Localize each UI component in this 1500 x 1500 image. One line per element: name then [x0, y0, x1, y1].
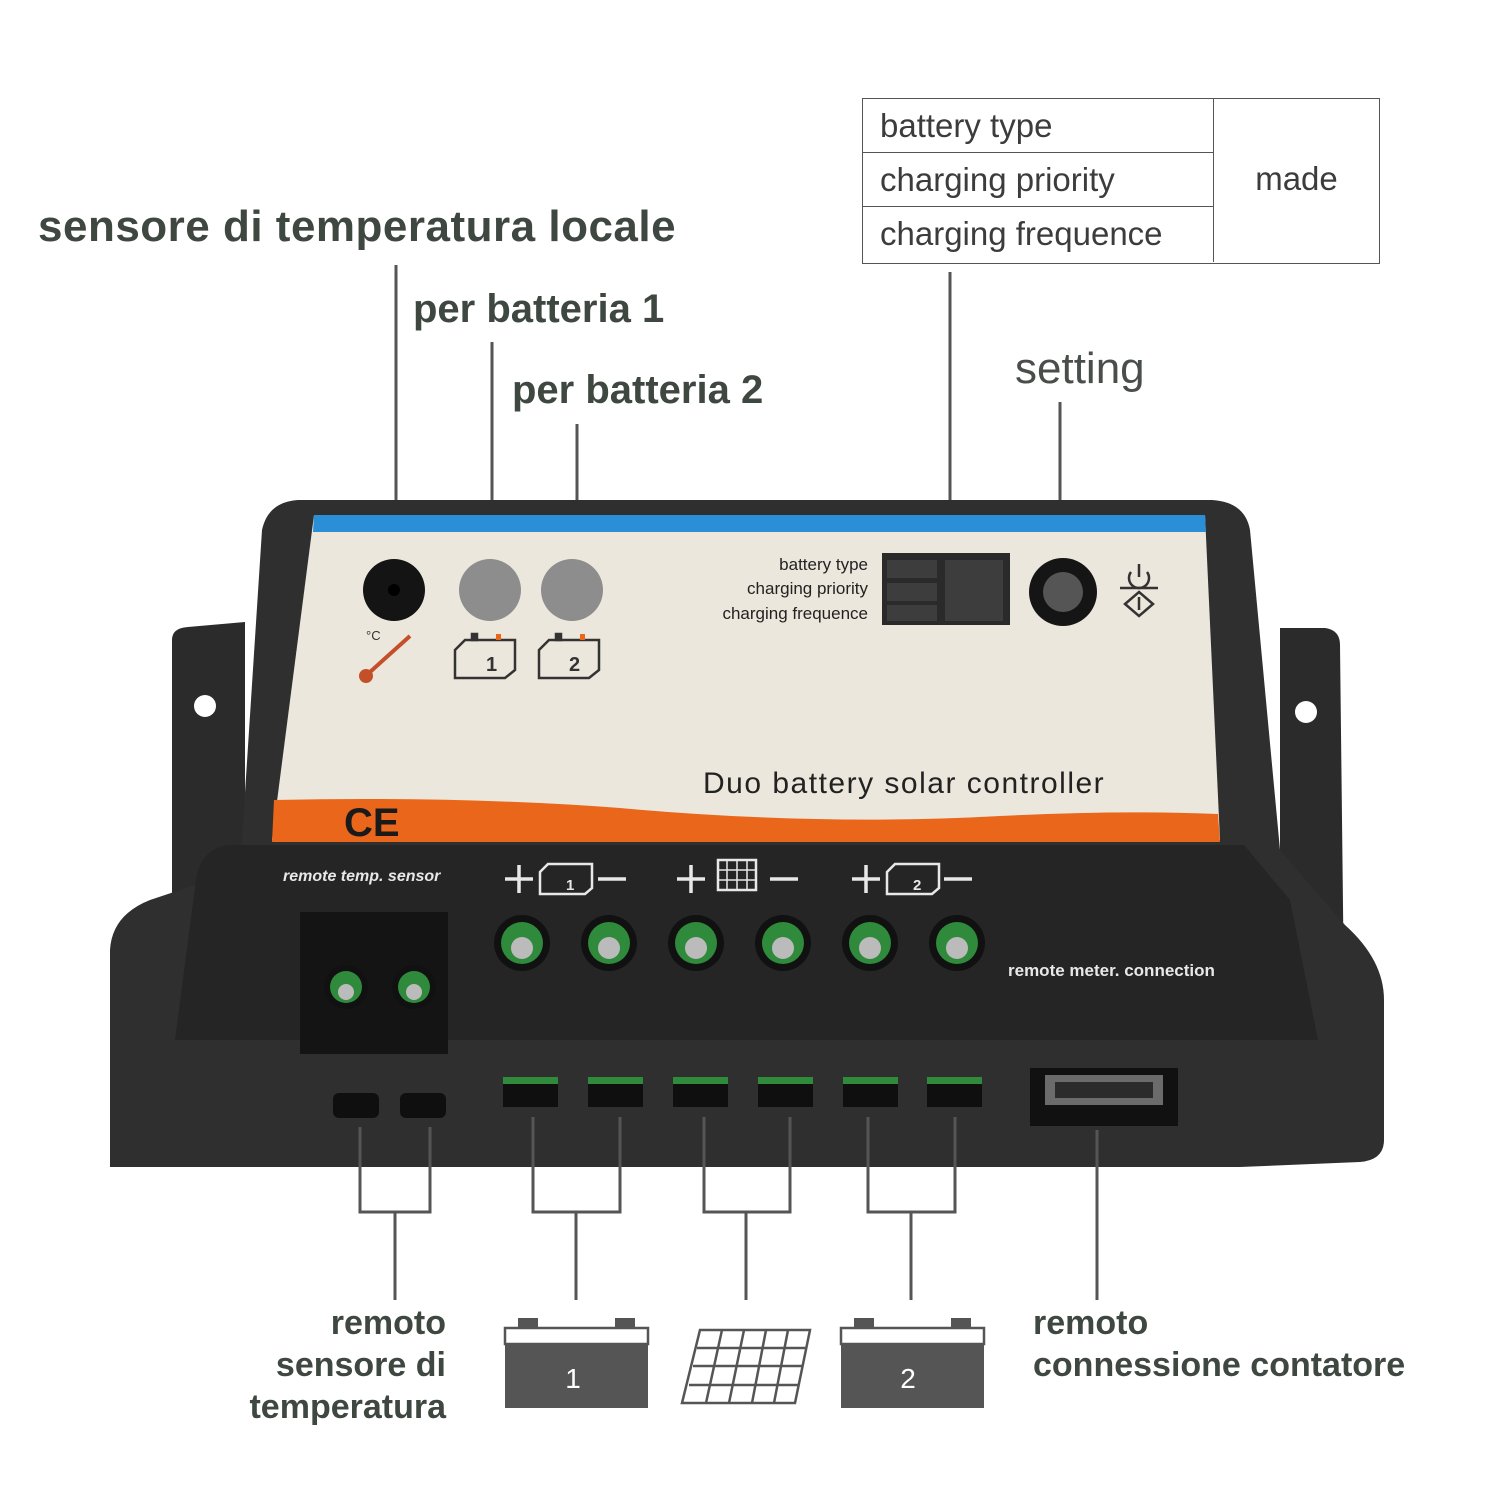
info-table: battery type charging priority charging … — [862, 98, 1380, 264]
blue-stripe — [313, 515, 1206, 532]
orange-stripe — [272, 799, 1220, 842]
panel-line-charging-priority: charging priority — [747, 579, 868, 598]
power-icon — [1120, 564, 1158, 618]
celsius-label: °C — [366, 628, 381, 643]
status-indicator-grid — [882, 553, 1010, 625]
wire-entry-slots — [333, 1077, 982, 1118]
device-title: Duo battery solar controller — [703, 767, 1105, 800]
remote-meter-connection-label: remote meter. connection — [1008, 961, 1215, 980]
label-remote-meter-connection: remoto connessione contatore — [1033, 1304, 1406, 1384]
bottom-battery-2-icon — [839, 1318, 986, 1408]
ce-mark: CE — [344, 801, 400, 845]
callout-battery-1: per batteria 1 — [413, 287, 665, 331]
panel-battery-1-icon — [453, 632, 517, 680]
bottom-battery-2-number: 2 — [900, 1363, 916, 1394]
remote-temp-sensor-label: remote temp. sensor — [283, 868, 441, 885]
screw-terminals — [324, 915, 985, 1009]
info-row-charging-priority: charging priority — [863, 153, 1213, 207]
solar-panel-icon — [680, 1328, 812, 1405]
info-made-cell: made — [1213, 99, 1379, 262]
thermometer-icon — [359, 634, 412, 683]
info-row-battery-type: battery type — [863, 99, 1213, 153]
panel-line-charging-frequence: charging frequence — [722, 604, 868, 623]
mount-hole-top-right — [1295, 701, 1317, 723]
mount-hole-top-left — [194, 695, 216, 717]
connector-lines — [358, 1117, 1099, 1300]
label-remote-temp-sensor: remoto sensore di temperatura — [249, 1304, 446, 1426]
terminal-symbols — [505, 858, 972, 896]
callout-local-temp-sensor: sensore di temperatura locale — [38, 202, 677, 251]
battery-2-led — [541, 559, 603, 621]
callout-setting: setting — [1015, 344, 1145, 393]
callout-battery-2: per batteria 2 — [512, 368, 764, 412]
panel-battery-2-icon — [537, 632, 601, 680]
rj45-port — [1030, 1068, 1178, 1126]
terminal-battery-2-number: 2 — [913, 877, 921, 894]
terminal-housing — [175, 845, 1318, 1040]
terminal-battery-1-number: 1 — [566, 877, 574, 894]
panel-battery-1-number: 1 — [486, 654, 497, 676]
panel-line-battery-type: battery type — [779, 555, 868, 574]
info-row-charging-frequence: charging frequence — [880, 215, 1163, 252]
bottom-battery-1-number: 1 — [565, 1363, 581, 1394]
bottom-battery-1-icon — [503, 1318, 650, 1408]
panel-battery-2-number: 2 — [569, 654, 580, 676]
battery-1-led — [459, 559, 521, 621]
